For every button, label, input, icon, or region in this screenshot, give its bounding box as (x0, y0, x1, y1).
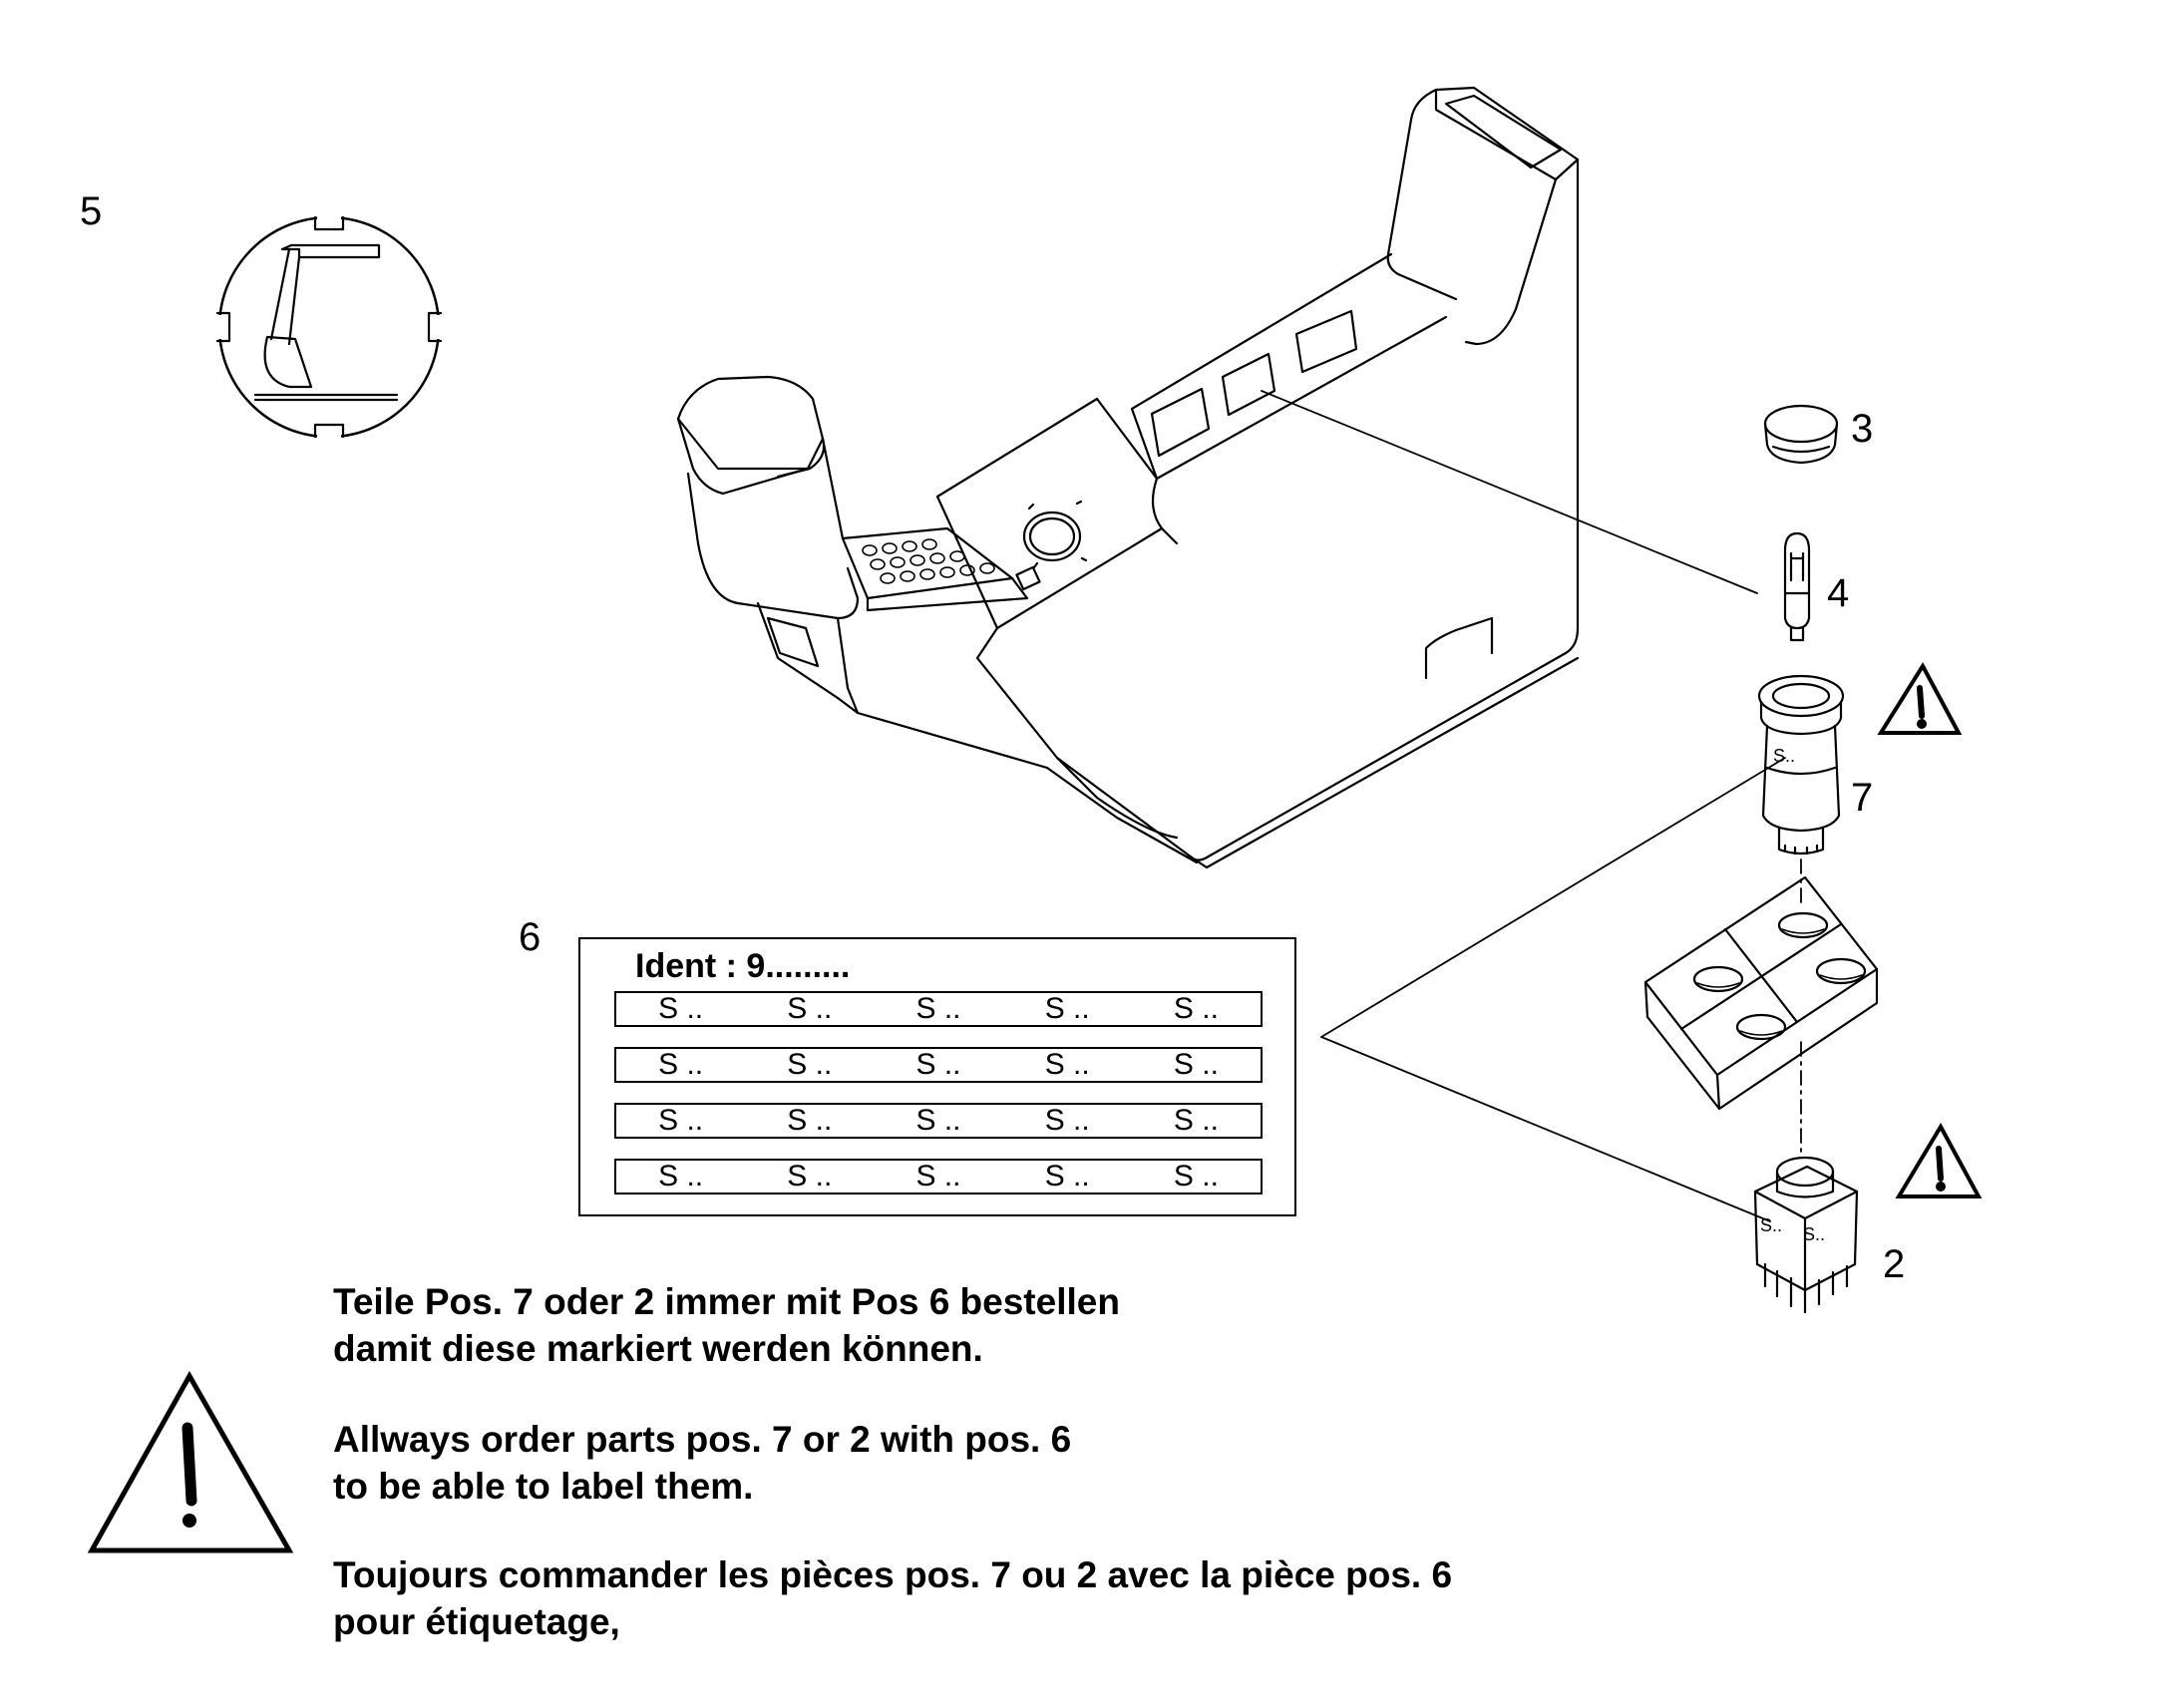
label-cell: S .. (787, 1160, 833, 1193)
label-cell: S .. (915, 992, 961, 1025)
callout-7: 7 (1851, 776, 1874, 820)
excavator-symbol-icon (213, 213, 445, 441)
callout-3: 3 (1851, 407, 1874, 451)
label-cell: S .. (658, 992, 704, 1025)
note-line: Allways order parts pos. 7 or 2 with pos… (333, 1419, 1072, 1460)
note-german: Teile Pos. 7 oder 2 immer mit Pos 6 best… (333, 1278, 1120, 1372)
note-line: Teile Pos. 7 oder 2 immer mit Pos 6 best… (333, 1281, 1120, 1322)
leader-line-7 (1320, 757, 1786, 1038)
note-english: Allways order parts pos. 7 or 2 with pos… (333, 1416, 1071, 1510)
label-cell: S .. (787, 1048, 833, 1081)
label-sheet-ident: Ident : 9......... (635, 947, 851, 985)
leader-line-4 (1261, 390, 1758, 594)
square-switch-mark-b: S.. (1803, 1224, 1825, 1244)
label-row: S .. S .. S .. S .. S .. (614, 1103, 1263, 1139)
warning-triangle-icon (87, 1370, 294, 1553)
note-line: damit diese markiert werden können. (333, 1328, 983, 1369)
note-line: pour étiquetage, (333, 1601, 620, 1642)
note-line: to be able to label them. (333, 1466, 754, 1507)
label-cell: S .. (1044, 1048, 1090, 1081)
round-switch-part (1757, 674, 1845, 855)
warning-triangle-icon (1895, 1122, 1983, 1198)
label-cell: S .. (915, 1048, 961, 1081)
cap-part (1763, 404, 1839, 465)
callout-5: 5 (80, 189, 103, 233)
label-cell: S .. (915, 1104, 961, 1137)
callout-6: 6 (519, 915, 542, 959)
label-cell: S .. (787, 1104, 833, 1137)
label-cell: S .. (1044, 992, 1090, 1025)
label-cell: S .. (787, 992, 833, 1025)
label-row: S .. S .. S .. S .. S .. (614, 1047, 1263, 1083)
label-cell: S .. (1173, 1104, 1219, 1137)
note-french: Toujours commander les pièces pos. 7 ou … (333, 1551, 1452, 1645)
label-cell: S .. (658, 1104, 704, 1137)
label-cell: S .. (658, 1160, 704, 1193)
mounting-plate-part (1643, 875, 1879, 1111)
leader-line-2 (1320, 1036, 1771, 1222)
square-switch-part (1753, 1156, 1859, 1314)
label-cell: S .. (1173, 1048, 1219, 1081)
label-cell: S .. (1173, 992, 1219, 1025)
label-cell: S .. (1044, 1160, 1090, 1193)
cab-console-drawing (676, 86, 1580, 869)
label-cell: S .. (658, 1048, 704, 1081)
callout-2: 2 (1883, 1242, 1906, 1286)
label-cell: S .. (1173, 1160, 1219, 1193)
label-sheet: Ident : 9......... S .. S .. S .. S .. S… (578, 937, 1296, 1216)
label-cell: S .. (1044, 1104, 1090, 1137)
label-row: S .. S .. S .. S .. S .. (614, 1159, 1263, 1195)
warning-triangle-icon (1877, 662, 1963, 735)
bulb-part (1783, 531, 1811, 642)
note-line: Toujours commander les pièces pos. 7 ou … (333, 1554, 1453, 1595)
label-cell: S .. (915, 1160, 961, 1193)
round-switch-mark: S.. (1773, 746, 1795, 766)
label-row: S .. S .. S .. S .. S .. (614, 991, 1263, 1027)
callout-4: 4 (1827, 571, 1850, 615)
square-switch-mark-a: S.. (1760, 1215, 1782, 1235)
